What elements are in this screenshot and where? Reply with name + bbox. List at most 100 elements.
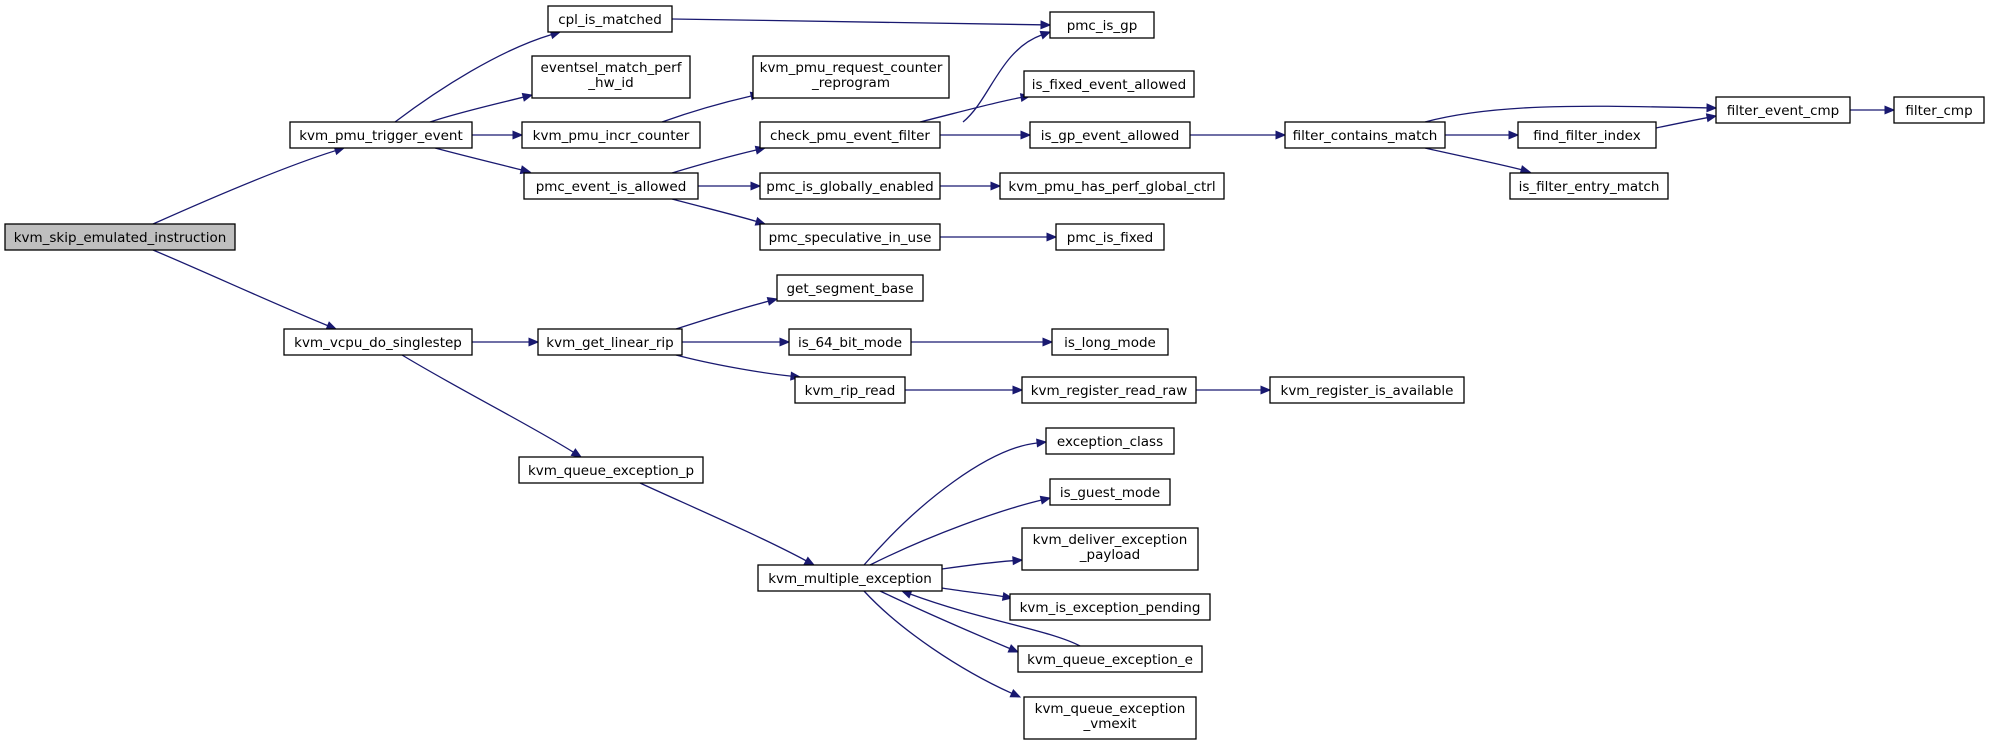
arrow-head-icon: [779, 337, 791, 347]
node-filter-cmp[interactable]: filter_cmp: [1893, 96, 1985, 124]
node-label: pmc_speculative_in_use: [769, 230, 932, 246]
node-label: is_guest_mode: [1060, 485, 1160, 501]
edge-line: [919, 96, 1022, 123]
edge-line: [639, 482, 807, 562]
node-box: [1017, 645, 1203, 673]
node-get-segment-base[interactable]: get_segment_base: [776, 274, 924, 302]
node-label: exception_class: [1057, 434, 1163, 450]
node-label: is_fixed_event_allowed: [1032, 77, 1186, 93]
node-kvm-rip-read[interactable]: kvm_rip_read: [794, 376, 906, 404]
node-label: filter_cmp: [1905, 103, 1972, 119]
node-kvm-skip-emulated-instruction[interactable]: kvm_skip_emulated_instruction: [4, 223, 236, 251]
node-kvm-pmu-has-perf-global-ctrl[interactable]: kvm_pmu_has_perf_global_ctrl: [999, 172, 1225, 200]
node-label: _vmexit: [1083, 716, 1137, 732]
edge-line: [879, 590, 1010, 650]
edge-line: [429, 96, 524, 123]
node-box: [759, 172, 941, 200]
node-box: [1023, 70, 1195, 98]
node-label: _reprogram: [811, 75, 890, 91]
node-filter-event-cmp[interactable]: filter_event_cmp: [1715, 96, 1851, 124]
node-pmc-is-gp[interactable]: pmc_is_gp: [1049, 11, 1155, 39]
edge-kvm-multiple-exception-to-kvm-queue-exception-vmexit: [863, 590, 1022, 698]
node-label: kvm_get_linear_rip: [546, 335, 673, 351]
node-pmc-event-is-allowed[interactable]: pmc_event_is_allowed: [523, 172, 699, 200]
node-check-pmu-event-filter[interactable]: check_pmu_event_filter: [759, 121, 941, 149]
node-kvm-queue-exception-e[interactable]: kvm_queue_exception_e: [1017, 645, 1203, 673]
node-eventsel-match-perf-hw-id[interactable]: eventsel_match_perf_hw_id: [531, 55, 691, 99]
node-box: [1021, 527, 1199, 571]
node-pmc-speculative-in-use[interactable]: pmc_speculative_in_use: [759, 223, 941, 251]
node-box: [1269, 376, 1465, 404]
edge-check-pmu-event-filter-to-pmc-is-gp: [962, 30, 1052, 123]
node-kvm-queue-exception-p[interactable]: kvm_queue_exception_p: [518, 456, 704, 484]
node-kvm-pmu-request-counter-reprogram[interactable]: kvm_pmu_request_counter_reprogram: [752, 55, 950, 99]
node-label: filter_contains_match: [1293, 128, 1438, 144]
edge-line: [675, 300, 769, 330]
arrow-head-icon: [1040, 20, 1052, 30]
node-is-gp-event-allowed[interactable]: is_gp_event_allowed: [1029, 121, 1191, 149]
edge-line: [401, 354, 574, 453]
node-filter-contains-match[interactable]: filter_contains_match: [1284, 121, 1446, 149]
node-pmc-is-fixed[interactable]: pmc_is_fixed: [1055, 223, 1165, 251]
edge-kvm-multiple-exception-to-is-guest-mode: [869, 495, 1052, 566]
node-box: [1715, 96, 1851, 124]
arrow-head-icon: [1706, 103, 1718, 113]
node-label: _payload: [1079, 547, 1140, 563]
node-box: [521, 121, 701, 149]
edge-check-pmu-event-filter-to-is-gp-event-allowed: [940, 130, 1032, 140]
arrow-head-icon: [325, 321, 338, 330]
edge-kvm-pmu-trigger-event-to-kvm-pmu-incr-counter: [472, 130, 524, 140]
edge-line: [675, 354, 792, 377]
edge-line: [863, 442, 1038, 566]
node-find-filter-index[interactable]: find_filter_index: [1517, 121, 1657, 149]
arrow-head-icon: [1012, 556, 1024, 566]
node-box: [1023, 696, 1197, 740]
arrow-head-icon: [1036, 438, 1048, 448]
node-box: [759, 121, 941, 149]
node-exception-class[interactable]: exception_class: [1045, 427, 1175, 455]
edge-line: [941, 587, 1004, 598]
node-cpl-is-matched[interactable]: cpl_is_matched: [547, 5, 673, 33]
edge-kvm-pmu-trigger-event-to-eventsel-match-perf-hw-id: [429, 92, 534, 123]
node-label: kvm_pmu_trigger_event: [299, 128, 463, 144]
edge-pmc-event-is-allowed-to-pmc-is-globally-enabled: [698, 181, 762, 191]
node-is-long-mode[interactable]: is_long_mode: [1051, 328, 1169, 356]
node-kvm-is-exception-pending[interactable]: kvm_is_exception_pending: [1009, 593, 1211, 621]
node-box: [752, 55, 950, 99]
node-kvm-vcpu-do-singlestep[interactable]: kvm_vcpu_do_singlestep: [283, 328, 473, 356]
node-box: [794, 376, 906, 404]
edge-line: [962, 34, 1042, 123]
node-is-64-bit-mode[interactable]: is_64_bit_mode: [788, 328, 912, 356]
node-label: _hw_id: [587, 75, 633, 91]
node-kvm-pmu-incr-counter[interactable]: kvm_pmu_incr_counter: [521, 121, 701, 149]
node-box: [1051, 328, 1169, 356]
node-label: cpl_is_matched: [558, 12, 662, 28]
arrow-head-icon: [521, 92, 534, 102]
node-label: pmc_is_globally_enabled: [766, 179, 933, 195]
node-label: eventsel_match_perf: [541, 60, 683, 76]
node-label: is_64_bit_mode: [798, 335, 902, 351]
node-kvm-register-read-raw[interactable]: kvm_register_read_raw: [1021, 376, 1197, 404]
node-is-guest-mode[interactable]: is_guest_mode: [1049, 478, 1171, 506]
node-is-filter-entry-match[interactable]: is_filter_entry_match: [1509, 172, 1669, 200]
node-kvm-pmu-trigger-event[interactable]: kvm_pmu_trigger_event: [289, 121, 473, 149]
node-kvm-deliver-exception-payload[interactable]: kvm_deliver_exception_payload: [1021, 527, 1199, 571]
node-kvm-register-is-available[interactable]: kvm_register_is_available: [1269, 376, 1465, 404]
node-kvm-queue-exception-vmexit[interactable]: kvm_queue_exception_vmexit: [1023, 696, 1197, 740]
node-kvm-get-linear-rip[interactable]: kvm_get_linear_rip: [537, 328, 683, 356]
node-label: kvm_skip_emulated_instruction: [14, 230, 227, 246]
node-label: kvm_rip_read: [805, 383, 896, 399]
node-box: [1284, 121, 1446, 149]
node-is-fixed-event-allowed[interactable]: is_fixed_event_allowed: [1023, 70, 1195, 98]
arrow-head-icon: [528, 337, 540, 347]
edge-line: [434, 147, 522, 171]
arrow-head-icon: [1039, 30, 1052, 40]
edge-line: [671, 198, 757, 223]
edge-line: [941, 560, 1014, 570]
node-kvm-multiple-exception[interactable]: kvm_multiple_exception: [757, 564, 943, 592]
edge-kvm-pmu-trigger-event-to-pmc-event-is-allowed: [434, 147, 532, 175]
node-box: [759, 223, 941, 251]
node-pmc-is-globally-enabled[interactable]: pmc_is_globally_enabled: [759, 172, 941, 200]
arrow-head-icon: [1042, 337, 1054, 347]
